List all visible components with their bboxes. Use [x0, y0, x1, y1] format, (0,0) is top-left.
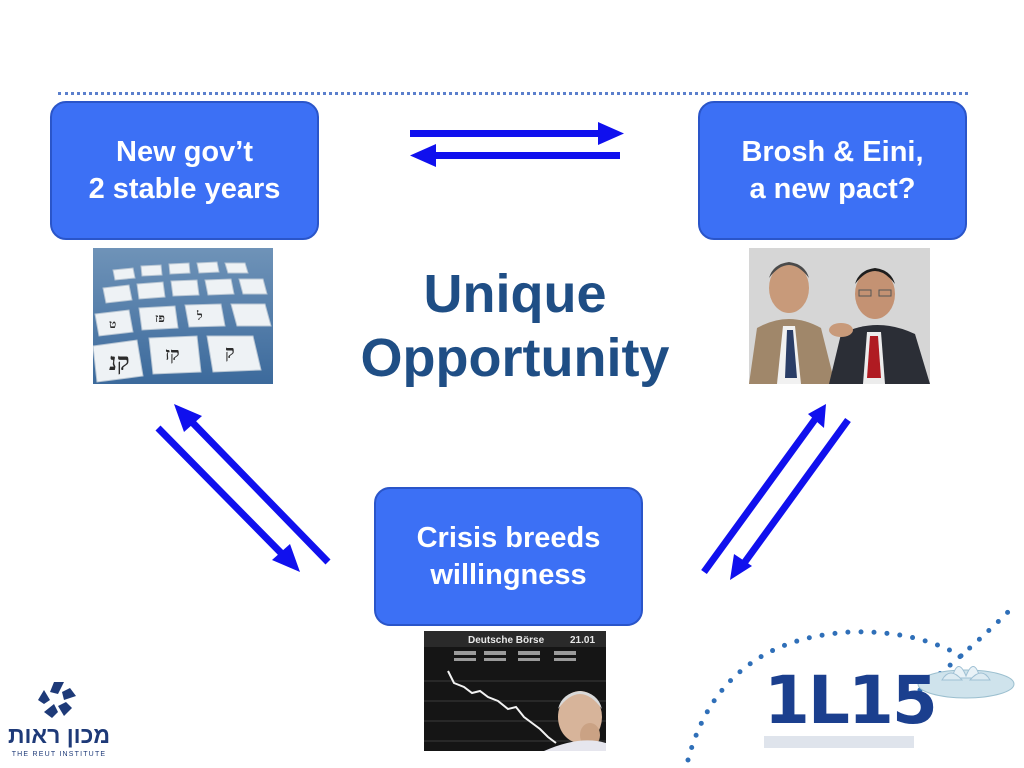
box-gov-line2: 2 stable years — [88, 172, 281, 205]
photo-stock-exchange: Deutsche Börse 21.01 — [424, 631, 606, 751]
box-new-government: New gov’t 2 stable years — [50, 101, 319, 240]
box-pact-line2: a new pact? — [749, 172, 916, 205]
svg-text:ט: ט — [109, 317, 116, 331]
svg-text:קז: קז — [165, 344, 180, 365]
title-line1: Unique — [423, 264, 607, 324]
reut-star-icon — [38, 682, 76, 718]
svg-text:קנ: קנ — [109, 347, 130, 376]
arrow-up-right-icon — [701, 415, 819, 575]
1l15-wordmark: 1L15 — [764, 662, 938, 739]
box-crisis-line2: willingness — [430, 558, 587, 591]
stock-board-time: 21.01 — [570, 635, 595, 646]
top-dotted-divider — [58, 92, 968, 95]
slide-title: Unique Opportunity — [320, 262, 710, 390]
svg-text:ל: ל — [196, 309, 203, 323]
arrow-right-icon — [410, 122, 624, 145]
arrow-left-icon — [410, 144, 620, 167]
photo-ballots: קנ קז ק פז ל ט — [93, 248, 273, 384]
arrow-down-right-icon — [155, 425, 289, 561]
box-crisis-willingness: Crisis breeds willingness — [374, 487, 643, 626]
reut-english-name: THE REUT INSTITUTE — [11, 751, 107, 758]
photo-leaders — [749, 248, 930, 384]
title-line2: Opportunity — [360, 328, 670, 388]
arrow-up-left-icon — [187, 417, 331, 565]
box-pact-line1: Brosh & Eini, — [741, 135, 924, 168]
svg-text:פז: פז — [155, 311, 165, 325]
arrow-down-left-icon — [739, 417, 851, 569]
box-new-pact: Brosh & Eini, a new pact? — [698, 101, 967, 240]
lotus-icon — [941, 666, 991, 681]
svg-text:ק: ק — [225, 342, 235, 363]
box-gov-line1: New gov’t — [116, 135, 253, 168]
box-crisis-line1: Crisis breeds — [416, 521, 601, 554]
1l15-logo: 1L15 — [680, 600, 1024, 768]
stock-board-header: Deutsche Börse — [468, 635, 545, 646]
reut-institute-logo: מכון ראות THE REUT INSTITUTE — [4, 678, 114, 764]
reut-hebrew-name: מכון ראות — [7, 722, 111, 748]
